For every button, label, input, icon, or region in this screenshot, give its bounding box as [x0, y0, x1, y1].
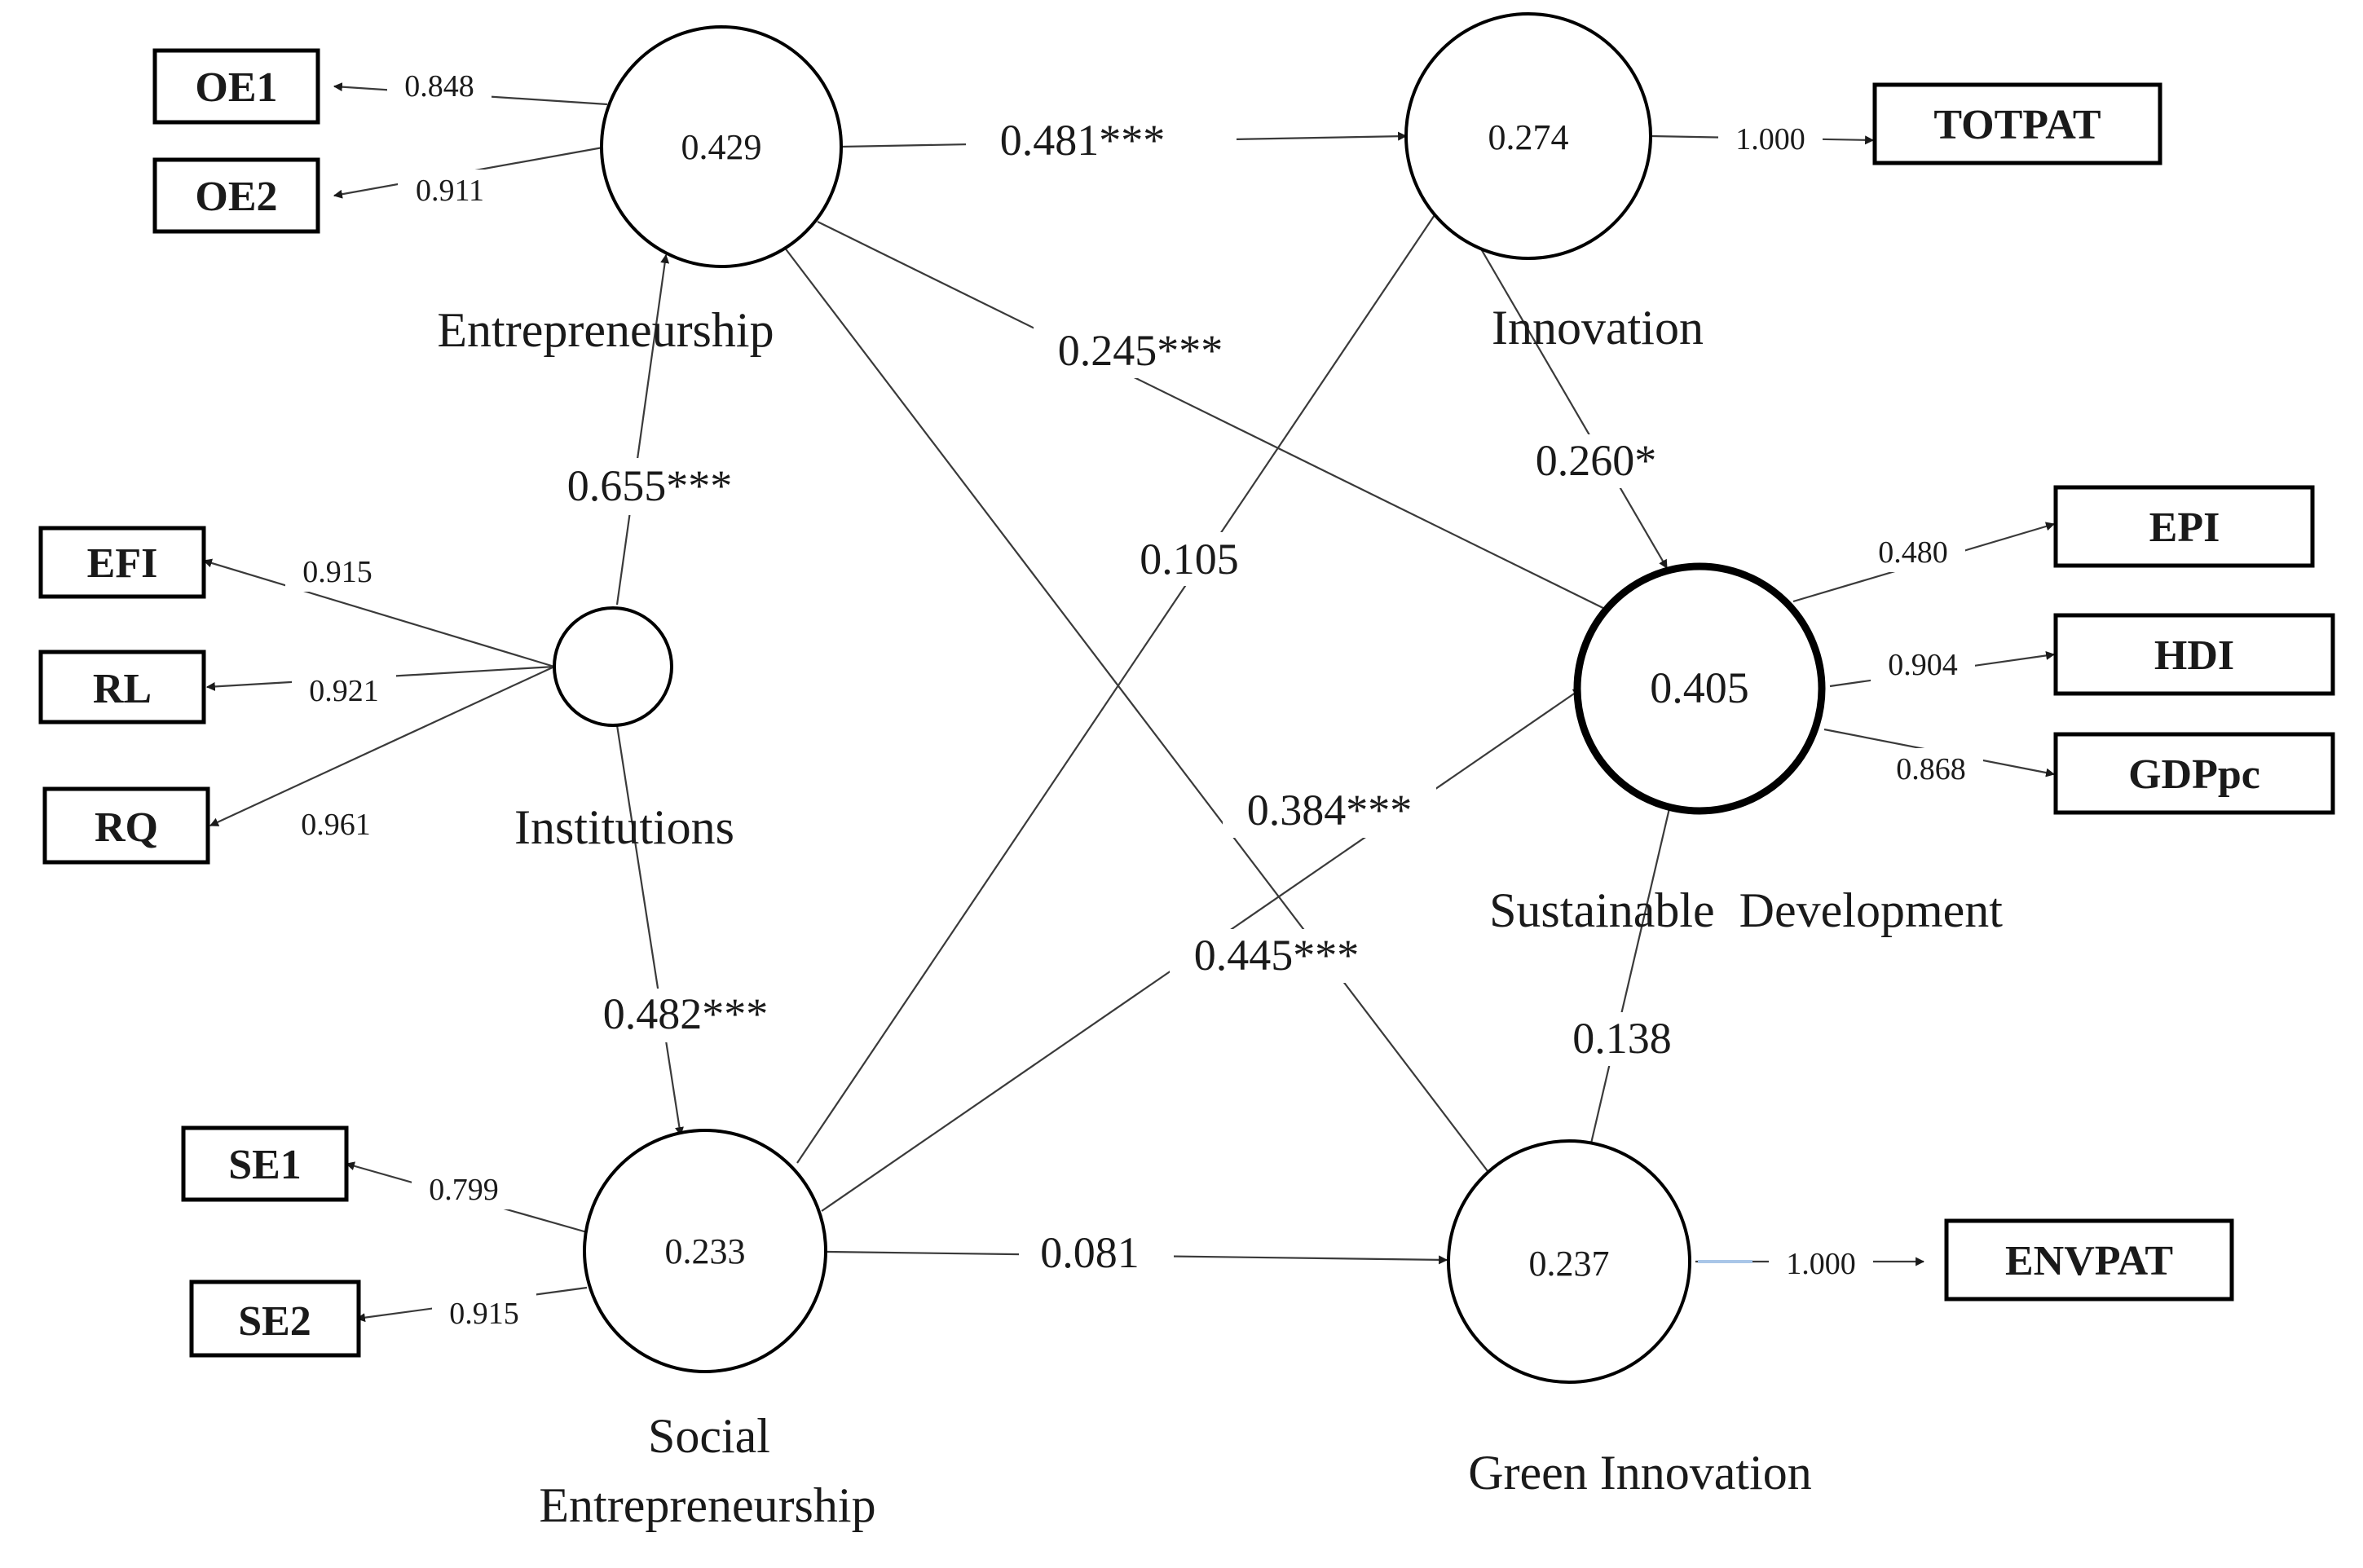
indicator-box-rq	[42, 786, 210, 865]
r2-entrepreneurship: 0.429	[681, 127, 762, 167]
indicator-label-efi: EFI	[87, 540, 158, 587]
construct-sustainable-development	[1573, 562, 1826, 815]
construct-institutions	[553, 606, 673, 727]
indicator-label-epi: EPI	[2149, 504, 2220, 551]
indicator-label-gdppc: GDPpc	[2128, 751, 2260, 798]
construct-entrepreneurship	[600, 25, 843, 268]
mask-coef-0245	[1034, 324, 1247, 378]
indicator-box-gdppc	[2053, 732, 2335, 815]
construct-label-institutions: Institutions	[514, 800, 734, 854]
mask-load-se2	[432, 1293, 536, 1333]
path-institutions-to-entrepreneurship	[615, 253, 670, 606]
mask-load-totpat	[1718, 118, 1823, 159]
loading-se1: 0.799	[429, 1173, 499, 1207]
indicator-label-rl: RL	[93, 666, 152, 712]
mask-coef-0260	[1512, 434, 1679, 488]
path-social-entrepreneurship-to-innovation	[796, 205, 1442, 1164]
indicator-box-se2	[189, 1280, 361, 1358]
indicator-label-hdi: HDI	[2154, 632, 2234, 679]
coef-entrepreneurship-innovation: 0.481***	[1000, 116, 1166, 165]
loading-epi: 0.480	[1878, 535, 1948, 570]
indicator-label-rq: RQ	[95, 804, 158, 851]
mask-load-oe2	[398, 170, 502, 210]
coef-institutions-entrepreneurship: 0.655***	[567, 461, 733, 510]
mask-load-rl	[292, 670, 396, 711]
indicator-label-totpat: TOTPAT	[1933, 102, 2101, 148]
mask-coef-0105	[1123, 532, 1255, 586]
loading-efi: 0.915	[302, 555, 373, 589]
indicator-label-oe1: OE1	[195, 64, 277, 111]
loading-oe1: 0.848	[404, 69, 474, 104]
mask-load-gdppc	[1879, 748, 1983, 789]
construct-label-green-innovation: Green Innovation	[1468, 1446, 1812, 1500]
path-green-innovation-to-sustainable-development	[1586, 793, 1676, 1158]
mask-load-envpat	[1769, 1243, 1873, 1284]
coef-innovation-sustainable-development: 0.260*	[1536, 436, 1657, 485]
indicator-box-envpat	[1944, 1218, 2234, 1302]
loading-rl: 0.921	[309, 674, 379, 708]
loading-oe2: 0.911	[416, 174, 484, 208]
coef-social-entrepreneurship-innovation: 0.105	[1140, 535, 1239, 584]
coef-entrepreneurship-sustainable-development: 0.245***	[1058, 326, 1223, 375]
loading-hdi: 0.904	[1888, 648, 1958, 682]
mask-load-epi	[1861, 531, 1965, 572]
mask-coef-0482	[579, 989, 792, 1042]
coef-social-entrepreneurship-sustainable-development: 0.384***	[1247, 786, 1413, 835]
mask-load-hdi	[1871, 644, 1975, 685]
coef-institutions-social-entrepreneurship: 0.482***	[603, 989, 769, 1038]
construct-label-sustainable-development: Sustainable Development	[1489, 883, 2003, 937]
mask-load-rq	[284, 804, 388, 844]
coef-social-entrepreneurship-green-innovation: 0.081	[1040, 1228, 1140, 1277]
r2-sustainable-development: 0.405	[1650, 663, 1749, 712]
construct-label-social-entrepreneurship-line2: Entrepreneurship	[539, 1478, 875, 1532]
construct-label-entrepreneurship: Entrepreneurship	[437, 303, 774, 357]
indicator-box-totpat	[1872, 82, 2162, 165]
mask-load-se1	[412, 1169, 516, 1209]
indicator-box-oe1	[152, 48, 320, 125]
loading-line-rq	[209, 666, 555, 826]
mask-load-oe1	[387, 65, 492, 106]
loading-rq: 0.961	[301, 808, 371, 842]
indicator-label-envpat: ENVPAT	[2005, 1238, 2173, 1284]
indicator-box-se1	[181, 1125, 349, 1202]
indicator-label-oe2: OE2	[195, 174, 277, 220]
mask-coef-0655	[543, 458, 756, 515]
mask-coef-0481	[966, 112, 1237, 170]
indicator-box-rl	[38, 650, 206, 725]
coef-entrepreneurship-green-innovation: 0.445***	[1194, 931, 1360, 980]
indicator-label-se1: SE1	[228, 1142, 302, 1188]
construct-label-innovation: Innovation	[1492, 301, 1704, 355]
indicator-box-epi	[2053, 485, 2315, 568]
mask-coef-0138	[1557, 1012, 1687, 1066]
mask-coef-0445	[1170, 929, 1383, 983]
indicator-label-se2: SE2	[238, 1298, 311, 1345]
path-entrepreneurship-to-sustainable-development	[817, 221, 1619, 616]
mask-coef-0081	[1019, 1224, 1174, 1278]
r2-innovation: 0.274	[1488, 117, 1569, 157]
path-institutions-to-social-entrepreneurship	[615, 725, 684, 1137]
mask-coef-0384	[1223, 784, 1436, 838]
path-innovation-to-sustainable-development	[1473, 236, 1668, 569]
mask-load-efi	[285, 551, 390, 592]
construct-social-entrepreneurship	[583, 1129, 827, 1373]
indicator-box-efi	[38, 526, 206, 599]
loading-totpat: 1.000	[1735, 122, 1805, 156]
r2-social-entrepreneurship: 0.233	[665, 1231, 746, 1271]
indicator-box-hdi	[2053, 613, 2335, 696]
coef-green-innovation-sustainable-development: 0.138	[1572, 1014, 1672, 1063]
loading-se2: 0.915	[449, 1297, 519, 1331]
construct-label-social-entrepreneurship-line1: Social	[648, 1409, 770, 1463]
construct-green-innovation	[1447, 1139, 1691, 1384]
loading-line-efi	[202, 558, 555, 668]
r2-green-innovation: 0.237	[1529, 1244, 1610, 1284]
indicator-box-oe2	[152, 157, 320, 234]
construct-innovation	[1404, 12, 1652, 260]
path-entrepreneurship-to-green-innovation	[783, 246, 1499, 1186]
loading-envpat: 1.000	[1786, 1247, 1856, 1281]
loading-gdppc: 0.868	[1896, 752, 1966, 786]
